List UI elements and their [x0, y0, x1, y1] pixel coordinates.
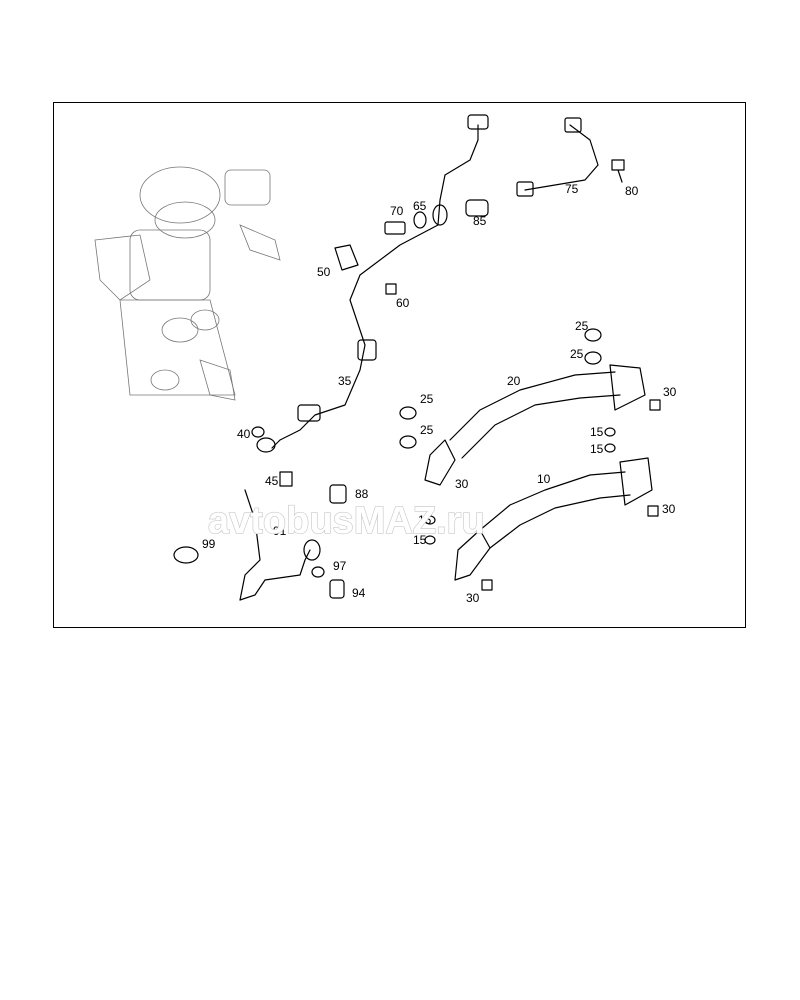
callout-30: 30 — [466, 591, 480, 605]
banjo-fitting — [256, 437, 276, 453]
callout-94: 94 — [352, 586, 366, 600]
callout-65: 65 — [413, 199, 427, 213]
bolt-45 — [279, 471, 293, 487]
pipe-nut — [467, 114, 489, 130]
callout-45: 45 — [265, 474, 279, 488]
bolt-70 — [384, 221, 406, 235]
banjo-fitting — [432, 204, 448, 226]
pump-assembly — [94, 166, 281, 401]
callout-60: 60 — [396, 296, 410, 310]
diagram-frame — [53, 102, 746, 628]
clamp-50 — [334, 244, 359, 271]
pipe-91 — [239, 489, 311, 601]
bolt-60 — [385, 283, 397, 295]
callout-88: 88 — [355, 487, 369, 501]
callout-80: 80 — [625, 184, 639, 198]
pipe-nut — [564, 117, 582, 133]
pipe-75 — [524, 124, 599, 191]
bolt-30 — [481, 579, 493, 591]
callout-30: 30 — [455, 477, 469, 491]
callout-15: 15 — [590, 442, 604, 456]
pipe-35 — [271, 124, 479, 449]
callout-10: 10 — [537, 472, 551, 486]
callout-85: 85 — [473, 214, 487, 228]
hose-ferrule — [357, 339, 377, 361]
callout-25: 25 — [570, 347, 584, 361]
callout-40: 40 — [237, 427, 251, 441]
bolt-80 — [611, 159, 625, 171]
bolt-30 — [649, 399, 661, 411]
callout-75: 75 — [565, 182, 579, 196]
callout-97: 97 — [333, 559, 347, 573]
washer-97 — [311, 566, 325, 578]
callout-25: 25 — [575, 319, 589, 333]
hose-10 — [454, 457, 653, 581]
clamp-99 — [173, 546, 199, 564]
callout-99: 99 — [202, 537, 216, 551]
callout-91: 91 — [273, 524, 287, 538]
callout-30: 30 — [663, 385, 677, 399]
fitting-88 — [329, 484, 347, 504]
callout-25: 25 — [420, 423, 434, 437]
callout-25: 25 — [420, 392, 434, 406]
callout-35: 35 — [338, 374, 352, 388]
washer-65 — [413, 211, 427, 229]
callout-20: 20 — [507, 374, 521, 388]
callout-15: 15 — [413, 533, 427, 547]
fitting-85 — [465, 199, 489, 217]
callout-15: 15 — [418, 513, 432, 527]
hose-ferrule — [297, 404, 321, 422]
bolt-30 — [647, 505, 659, 517]
callout-15: 15 — [590, 425, 604, 439]
callout-30: 30 — [662, 502, 676, 516]
pipe-nut — [516, 181, 534, 197]
watermark: avtobusMAZ.ru — [208, 500, 485, 542]
callout-50: 50 — [317, 265, 331, 279]
fitting-94 — [329, 579, 345, 599]
hose-20 — [424, 364, 646, 486]
callout-70: 70 — [390, 204, 404, 218]
